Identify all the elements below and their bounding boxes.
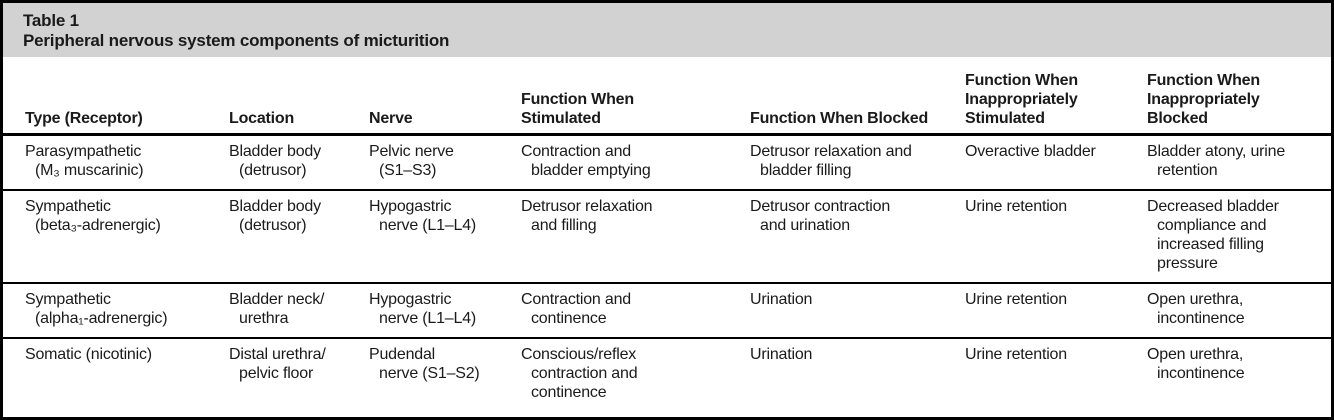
table-cell: Parasympathetic (M₃ muscarinic) [25,143,144,179]
table-cell: Somatic (nicotinic) [3,337,229,411]
table-cell: Urination [750,282,965,338]
table-row-sympathetic-beta3: Sympathetic (beta₃-adrenergic) Bladder b… [3,189,1331,283]
col-header-type-receptor: Type (Receptor) [3,57,229,136]
col-header-function-when-inappropriately-blocked: Function When Inappropriately Blocked [1147,57,1331,136]
table-cell: Bladder body (detrusor) [229,143,321,179]
table-cell: Decreased bladder compliance and increas… [1147,189,1331,283]
table-cell: Urine retention [965,282,1147,338]
table-cell: Sympathetic (alpha₁-adrenergic) [3,282,229,338]
table-cell: Urine retention [965,189,1147,283]
table-cell: Detrusor relaxation and filling [521,189,750,283]
table-cell: Detrusor contraction and urination [750,189,965,283]
table-cell: Bladder body (detrusor) [229,189,369,283]
table-cell: Bladder atony, urine retention [1147,143,1286,179]
table-title-band: Table 1 Peripheral nervous system compon… [3,3,1331,57]
table-cell: Hypogastric nerve (L1–L4) [369,282,521,338]
table-number: Table 1 [23,11,79,30]
table-cell: Contraction and continence [521,282,750,338]
table-cell: Detrusor relaxation and bladder filling [750,143,912,179]
table-cell: Conscious/reflex contraction and contine… [521,337,750,411]
table-row-sympathetic-alpha1: Sympathetic (alpha₁-adrenergic) Bladder … [3,282,1331,338]
table-cell: Urination [750,337,965,411]
header-row: Type (Receptor) Location Nerve Function … [3,57,1331,136]
col-header-function-when-stimulated: Function When Stimulated [521,57,750,136]
col-header-function-when-blocked: Function When Blocked [750,57,965,136]
table-row-somatic: Somatic (nicotinic) Distal urethra/ pelv… [3,337,1331,411]
table-cell: Bladder neck/ urethra [229,282,369,338]
table-caption: Peripheral nervous system components of … [23,31,450,50]
table-cell: Open urethra, incontinence [1147,282,1331,338]
col-header-location: Location [229,57,369,136]
table-cell: Open urethra, incontinence [1147,337,1331,411]
table-cell: Pelvic nerve (S1–S3) [369,143,454,179]
table-cell: Sympathetic (beta₃-adrenergic) [3,189,229,283]
table-cell: Pudendal nerve (S1–S2) [369,337,521,411]
table-cell: Distal urethra/ pelvic floor [229,337,369,411]
table-row-parasympathetic: Parasympathetic (M₃ muscarinic) Bladder … [3,135,1331,191]
table-cell: Urine retention [965,337,1147,411]
col-header-nerve: Nerve [369,57,521,136]
table-cell: Overactive bladder [965,143,1096,160]
table-cell: Contraction and bladder emptying [521,143,651,179]
col-header-function-when-inappropriately-stimulated: Function When Inappropriately Stimulated [965,57,1147,136]
micturition-table: Type (Receptor) Location Nerve Function … [3,57,1331,411]
table-cell: Hypogastric nerve (L1–L4) [369,189,521,283]
